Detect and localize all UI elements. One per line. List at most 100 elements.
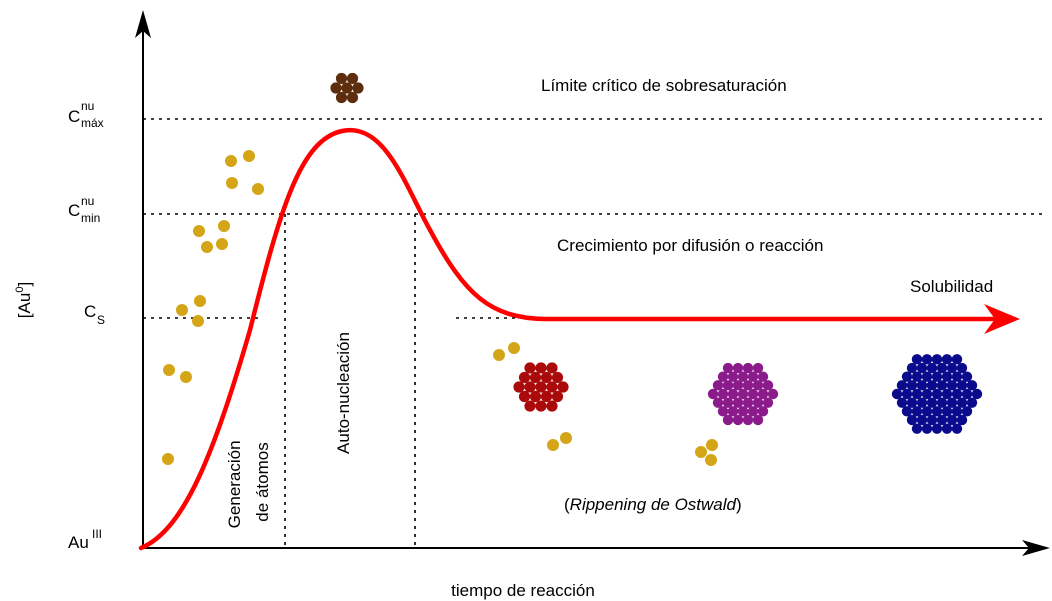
- cluster-atom: [921, 423, 933, 434]
- cluster-atom: [956, 362, 968, 374]
- cluster-atom: [966, 397, 978, 408]
- y-axis-title-sup: 0: [14, 287, 26, 293]
- atom-dot: [225, 155, 237, 167]
- atom-dot: [226, 177, 238, 189]
- cluster-atom: [557, 381, 569, 393]
- cluster-atom: [941, 423, 953, 434]
- y-axis-arrow-icon: [135, 10, 151, 38]
- solubility-label: Solubilidad: [910, 277, 993, 296]
- cluster-atom: [535, 381, 547, 393]
- c-s-base: C: [84, 302, 96, 321]
- cluster-atom: [911, 388, 923, 400]
- c-min-sup: nu: [81, 194, 94, 208]
- annotations: Límite crítico de sobresaturación Crecim…: [225, 76, 993, 528]
- small-nanoparticle-cluster: [513, 362, 569, 412]
- cluster-atom: [931, 388, 943, 400]
- generation-line2: de átomos: [253, 442, 272, 521]
- cluster-atom: [737, 371, 749, 382]
- cluster-atom: [931, 354, 943, 365]
- au-iii-base: Au: [68, 533, 89, 552]
- ripening-open: (: [564, 495, 570, 514]
- cluster-atom: [737, 406, 749, 417]
- atom-dot: [180, 371, 192, 383]
- ripening-label: (Rippening de Ostwald): [564, 495, 742, 514]
- cluster-atom: [747, 371, 759, 382]
- cluster-atom: [767, 388, 779, 400]
- cluster-atom: [535, 362, 547, 374]
- cluster-atom: [926, 397, 938, 408]
- critical-limit-label: Límite crítico de sobresaturación: [541, 76, 787, 95]
- cluster-atom: [921, 371, 933, 382]
- cluster-atom: [921, 354, 933, 365]
- atom-dot: [695, 446, 707, 458]
- cluster-atom: [931, 406, 943, 417]
- cluster-atom: [717, 406, 729, 417]
- cluster-atom: [518, 371, 531, 384]
- x-axis-arrow-icon: [1022, 540, 1050, 556]
- cluster-atom: [896, 397, 908, 408]
- atom-dot: [218, 220, 230, 232]
- y-axis-title: [Au0]: [14, 282, 34, 318]
- cluster-atom: [946, 380, 958, 391]
- ripening-close: ): [736, 495, 742, 514]
- ripening-italic: Rippening de Ostwald: [570, 495, 737, 514]
- cluster-atom: [727, 371, 739, 382]
- c-s-sub: S: [97, 313, 105, 327]
- cluster-atom: [936, 362, 948, 374]
- cluster-atom: [341, 82, 353, 94]
- medium-nanoparticle-cluster: [707, 362, 779, 426]
- cluster-atom: [551, 371, 564, 384]
- cluster-atom: [956, 380, 968, 391]
- cluster-atom: [936, 380, 948, 391]
- cluster-atom: [707, 388, 719, 400]
- cluster-atom: [717, 388, 729, 400]
- cluster-atom: [931, 371, 943, 382]
- cluster-atom: [956, 414, 968, 426]
- cluster-atom: [346, 91, 359, 104]
- cluster-atom: [946, 397, 958, 408]
- cluster-atom: [546, 381, 558, 393]
- atom-dot: [252, 183, 264, 195]
- atom-dot: [163, 364, 175, 376]
- c-max-sup: nu: [81, 99, 94, 113]
- atom-dot: [493, 349, 505, 361]
- cluster-atom: [896, 380, 908, 391]
- cluster-atom: [732, 380, 744, 391]
- cluster-atom: [946, 362, 958, 374]
- atom-dot: [508, 342, 520, 354]
- cluster-atom: [762, 380, 774, 391]
- cluster-atom: [961, 388, 973, 400]
- cluster-atom: [742, 397, 754, 408]
- cluster-atom: [911, 371, 923, 382]
- cluster-atom: [901, 371, 913, 382]
- cluster-atom: [513, 381, 525, 393]
- au-iii-label: Au: [68, 533, 89, 552]
- cluster-atom: [951, 371, 963, 382]
- cluster-atom: [524, 362, 536, 374]
- c-min-sub: min: [81, 211, 100, 225]
- cluster-atom: [936, 397, 948, 408]
- cluster-atom: [906, 414, 918, 426]
- cluster-atom: [742, 414, 754, 426]
- generation-label: Generación de átomos: [225, 436, 272, 529]
- cluster-atom: [941, 371, 953, 382]
- cluster-atom: [752, 380, 764, 391]
- cluster-atom: [757, 388, 769, 400]
- y-axis-title-base: [Au: [15, 293, 34, 319]
- atom-dot: [560, 432, 572, 444]
- cluster-atom: [966, 380, 978, 391]
- cluster-atom: [335, 72, 348, 85]
- atom-dot: [193, 225, 205, 237]
- cluster-atom: [524, 400, 536, 412]
- cluster-atom: [921, 406, 933, 417]
- auto-nucleation-label: Auto-nucleación: [334, 332, 353, 454]
- cluster-atom: [941, 406, 953, 417]
- cluster-atom: [951, 406, 963, 417]
- reference-lines: [143, 118, 1045, 548]
- curve-arrow-icon: [984, 304, 1020, 334]
- cluster-atom: [926, 362, 938, 374]
- au-iii-sup: III: [92, 527, 102, 541]
- cluster-atom: [352, 82, 364, 94]
- gold-atoms: [162, 150, 718, 466]
- cluster-atom: [906, 380, 918, 391]
